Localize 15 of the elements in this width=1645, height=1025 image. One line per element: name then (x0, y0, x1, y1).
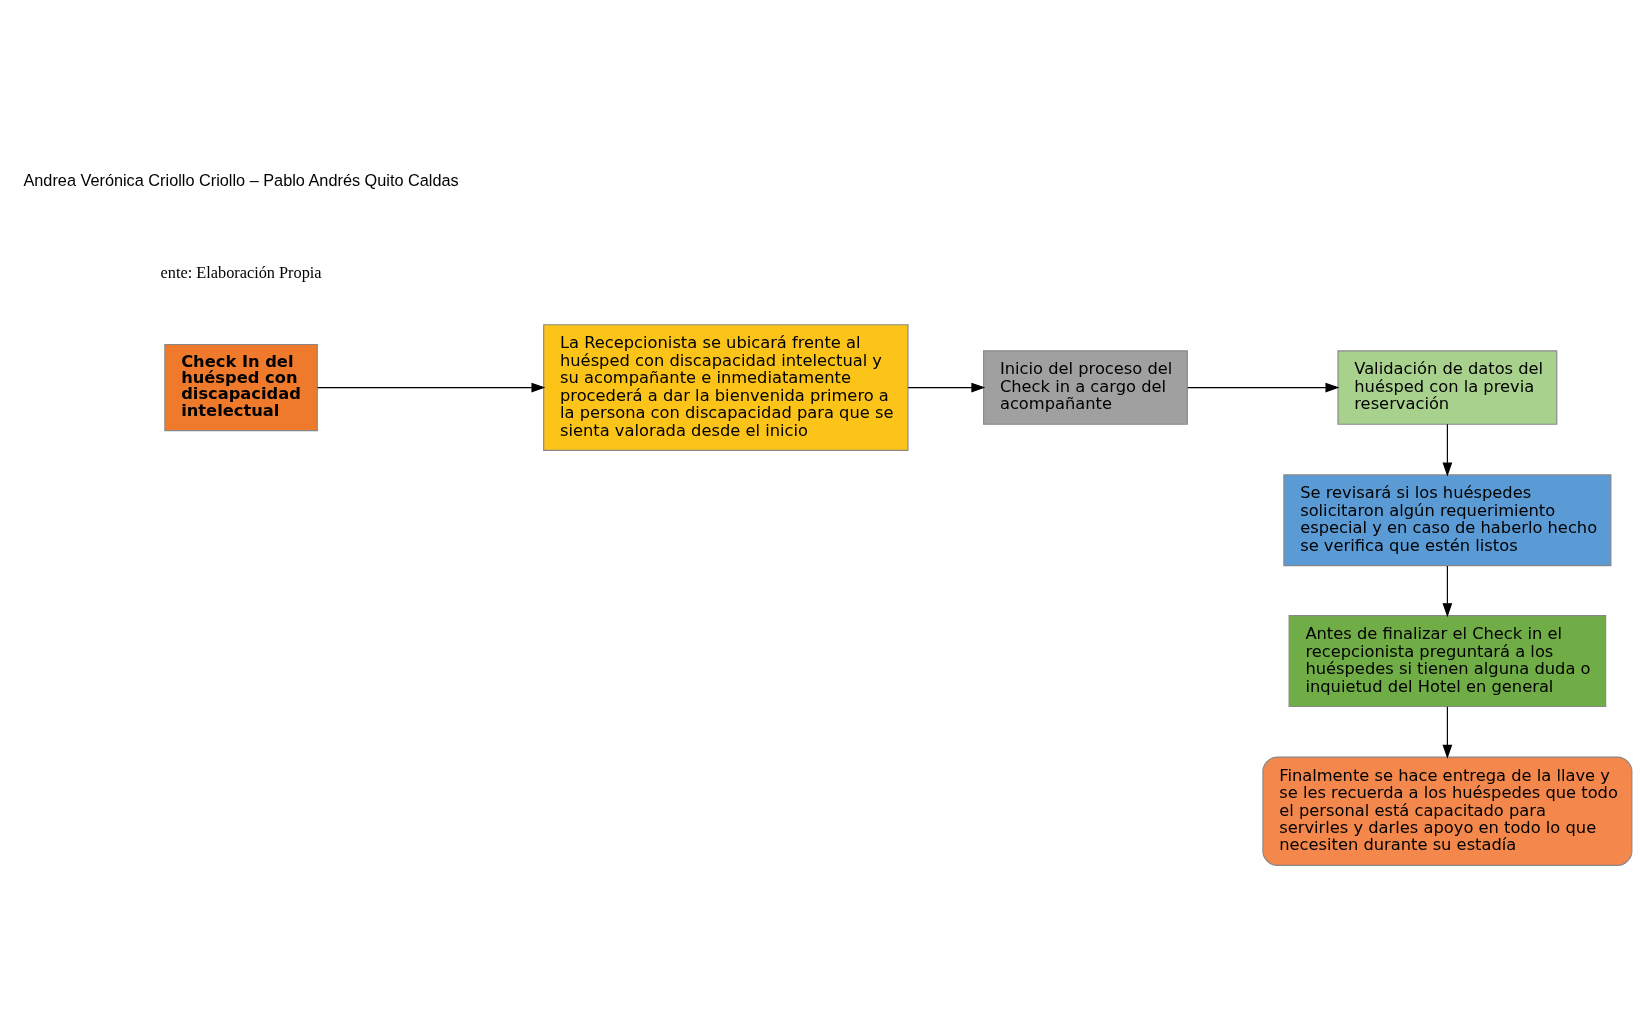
arrow (1442, 705, 1452, 759)
arrow (316, 382, 545, 392)
arrow (907, 382, 985, 392)
node-box: La Recepcionista se ubicará frente al huésped con discapacidad intelectual y su acompañante e inmediatamente procederá a dar la bienvenida primero a la persona con discapacidad para que se sienta valorada desde el inicio (542, 323, 909, 451)
arrow (1442, 423, 1452, 476)
node-box: Antes de finalizar el Check in el recepcionista preguntará a los huéspedes si tienen alguna duda o inquietud del Hotel en general (1288, 614, 1606, 707)
label: ente: Elaboración Propia (160, 262, 322, 282)
arrow (1442, 564, 1452, 617)
node-box: Finalmente se hace entrega de la llave y se les recuerda a los huéspedes que todo el personal está capacitado para servirles y darles apoyo en todo lo que necesiten durante su estadía (1261, 756, 1632, 866)
node-box: Inicio del proceso del Check in a cargo del acompañante (982, 349, 1188, 425)
label: Andrea Verónica Criollo Criollo – Pablo Andrés Quito Caldas (22, 170, 459, 189)
arrow (1186, 382, 1339, 392)
node-box: Se revisará si los huéspedes solicitaron algún requerimiento especial y en caso de haberlo hecho se verifica que estén listos (1282, 473, 1611, 566)
node-box: Validación de datos del huésped con la previa reservación (1336, 349, 1557, 425)
node-box: Check In del huésped con discapacidad intelectual (163, 343, 318, 431)
